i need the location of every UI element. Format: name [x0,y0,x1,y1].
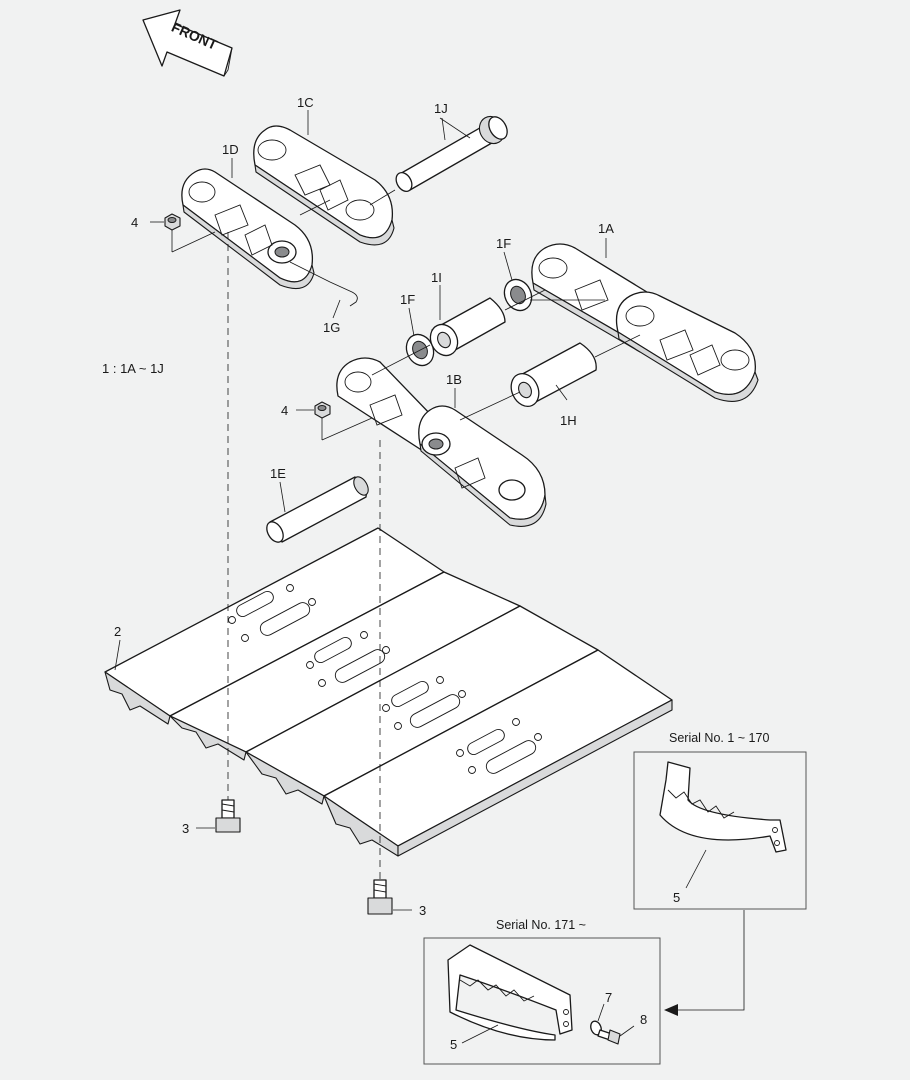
bolt-3-left [196,799,241,833]
callout-4-lower: 4 [281,403,288,418]
assembly-leaders [299,189,641,421]
callout-3-left: 3 [182,821,189,836]
callout-1G: 1G [323,320,340,335]
bushing-1I [429,297,506,357]
callout-7: 7 [605,990,612,1005]
nut-4-lower [296,401,373,441]
link-plate-1D [181,168,315,290]
callout-4-upper: 4 [131,215,138,230]
callout-1J: 1J [434,101,448,116]
master-pin-1J [395,115,508,192]
callout-2: 2 [114,624,121,639]
track-guard-5-lower [447,944,573,1044]
bolt-3-right [367,879,412,915]
inset-box-serial-171 [423,937,661,1065]
callout-1F-left: 1F [400,292,415,307]
callout-1F-right: 1F [496,236,511,251]
callout-1A: 1A [598,221,614,236]
callout-3-right: 3 [419,903,426,918]
link-plate-1C [253,125,395,246]
callout-8: 8 [640,1012,647,1027]
nut-4-upper [150,213,216,253]
callout-1C: 1C [297,95,314,110]
bushing-1H [510,342,597,408]
label-leaders [114,110,607,671]
inset-title-serial-171: Serial No. 171 ~ [496,918,586,932]
callout-1H: 1H [560,413,577,428]
bolt-8 [597,1025,635,1045]
front-arrow: FRONT [142,9,233,77]
inset-title-serial-1-170: Serial No. 1 ~ 170 [669,731,769,745]
link-plate-1B [336,357,547,527]
seal-1F-right [503,278,533,312]
assembly-note: 1 : 1A ~ 1J [102,361,164,376]
callout-1D: 1D [222,142,239,157]
inset-box-serial-1-170 [633,751,807,910]
callout-1E: 1E [270,466,286,481]
callout-5-lower: 5 [450,1037,457,1052]
track-shoes-2 [104,527,673,857]
callout-1I: 1I [431,270,442,285]
callout-5-upper: 5 [673,890,680,905]
inset-connector-arrow [664,910,745,1016]
track-guard-5-upper [659,761,787,889]
lock-pin-1G [289,261,358,307]
callout-1B: 1B [446,372,462,387]
pin-1E [266,476,369,543]
